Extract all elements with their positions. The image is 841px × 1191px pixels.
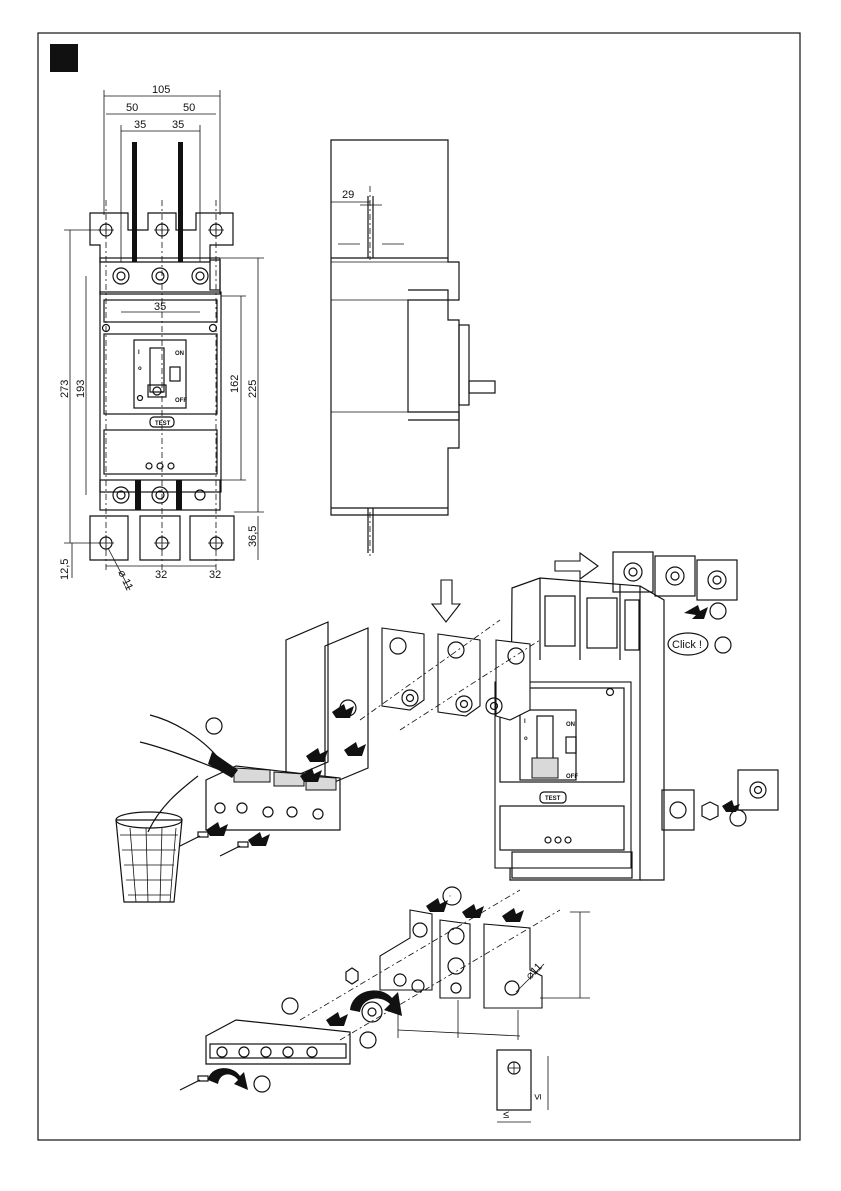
- dim-height-36-5: 36,5: [247, 526, 259, 547]
- dim-height-225: 225: [247, 380, 259, 398]
- mark-o-front: o: [138, 366, 142, 372]
- dim-height-273: 273: [59, 380, 71, 398]
- dim-width-50-left: 50: [126, 102, 138, 114]
- phase-barrier-2: [325, 628, 368, 786]
- label-on-front: ON: [175, 351, 184, 357]
- dim-width-35-mid: 35: [154, 301, 166, 313]
- side-handle: [459, 325, 469, 405]
- iso-top-plate-2: [438, 634, 480, 716]
- exploded-assembly: Click ! I o ON OFF TEST: [116, 552, 778, 1122]
- side-view: 29: [331, 140, 495, 556]
- label-on-iso: ON: [566, 722, 575, 728]
- label-off-front: OFF: [175, 398, 187, 404]
- toggle-handle-iso: [532, 758, 558, 778]
- dim-hole-dia-front: ⌀ 11: [115, 568, 135, 592]
- top-busbar-plates: [90, 213, 233, 262]
- label-off-iso: OFF: [566, 774, 578, 780]
- section-tab-marker: [50, 44, 78, 72]
- connector-blocks-top: [613, 552, 737, 600]
- insert-arrow-down: [432, 580, 460, 622]
- dim-side-depth-29: 29: [342, 189, 354, 201]
- dim-width-35-left: 35: [134, 119, 146, 131]
- insert-arrow-right: [555, 553, 598, 579]
- busbar-detail: [497, 1050, 531, 1110]
- front-view: I o ON OFF TEST: [90, 142, 234, 570]
- bottom-terminal-row: [100, 480, 220, 510]
- dim-height-193: 193: [75, 380, 87, 398]
- waste-bin: [116, 820, 182, 902]
- dim-pitch-32-right: 32: [209, 569, 221, 581]
- dim-width-35-right: 35: [172, 119, 184, 131]
- dim-width-105: 105: [152, 84, 170, 96]
- dim-height-12-5: 12,5: [59, 559, 71, 580]
- top-terminal-row: [100, 258, 220, 294]
- dim-pitch-32-left: 32: [155, 569, 167, 581]
- mark-i-front: I: [138, 350, 140, 356]
- iso-top-plate-3: [496, 640, 530, 720]
- label-test-front: TEST: [155, 421, 171, 427]
- pliers: [140, 715, 238, 778]
- iso-bottom-plate-2: [440, 920, 470, 998]
- mark-o-iso: o: [524, 736, 528, 742]
- click-callout-text: Click !: [672, 639, 702, 651]
- dim-width-50-right: 50: [183, 102, 195, 114]
- label-test-iso: TEST: [545, 796, 561, 802]
- dim-limit-le-side: ≤: [532, 1094, 544, 1100]
- dim-height-162: 162: [229, 375, 241, 393]
- dim-limit-le-bottom: ≤: [503, 1109, 509, 1121]
